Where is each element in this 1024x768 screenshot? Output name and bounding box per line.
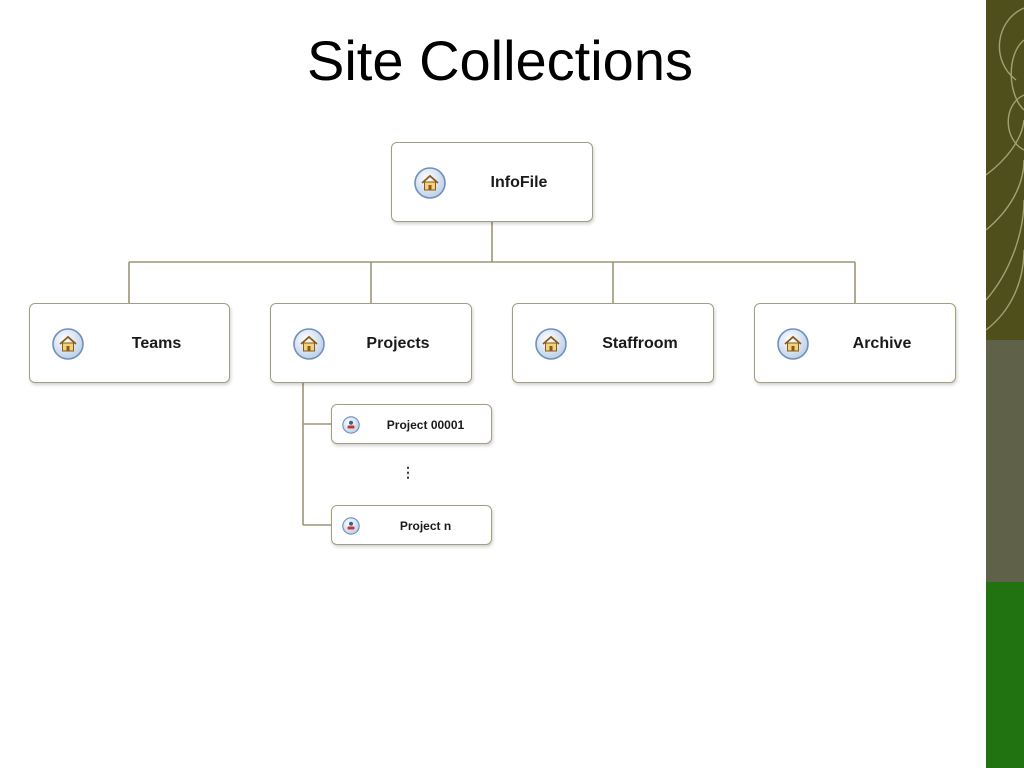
- node-label: Staffroom: [602, 335, 678, 352]
- home-icon: [293, 328, 325, 360]
- node-archive: Archive: [754, 303, 956, 383]
- node-label: Project n: [399, 519, 452, 533]
- node-infofile: InfoFile: [391, 142, 593, 222]
- node-label: InfoFile: [490, 174, 548, 191]
- home-icon: [414, 167, 446, 199]
- node-label: Projects: [366, 335, 430, 352]
- side-band-middle: [986, 340, 1024, 582]
- node-label: Archive: [852, 335, 912, 352]
- project-site-icon: [342, 416, 360, 434]
- node-projects: Projects: [270, 303, 472, 383]
- node-teams: Teams: [29, 303, 230, 383]
- home-icon: [777, 328, 809, 360]
- home-icon: [535, 328, 567, 360]
- page-title: Site Collections: [307, 29, 693, 92]
- project-site-icon: [342, 517, 360, 535]
- node-staffroom: Staffroom: [512, 303, 714, 383]
- side-band-bottom: [986, 582, 1024, 768]
- node-project-n: Project n: [331, 505, 492, 545]
- node-label: Project 00001: [386, 418, 465, 432]
- home-icon: [52, 328, 84, 360]
- ellipsis: ⋮: [401, 464, 415, 480]
- node-label: Teams: [131, 335, 182, 352]
- node-project-00001: Project 00001: [331, 404, 492, 444]
